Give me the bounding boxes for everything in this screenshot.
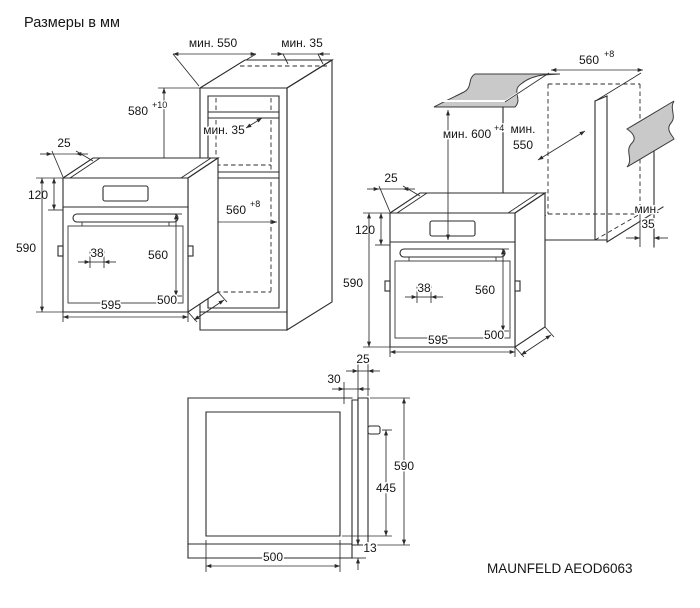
tall-cabinet-dimensions: мин. 550 мин. 35 580 +10 мин. 35 560 +8: [126, 35, 330, 225]
dim-oven-inner-height: 560: [148, 248, 168, 262]
oven-iso-view-right: 25 120 590 38 560 595 500: [341, 170, 555, 358]
dim-side-inner-height: 445: [376, 481, 396, 495]
model-label: MAUNFELD AEOD6063: [487, 561, 633, 576]
oven-display: [102, 185, 149, 202]
dim-base-height: мин. 600: [443, 127, 492, 141]
dim-tall-rear-gap: мин. 35: [281, 36, 323, 50]
side-view-dimensions: 25 30 590 445 500: [205, 351, 416, 572]
tall-cabinet-lines: [198, 59, 334, 331]
dim-base-rear-gap-label: мин.: [635, 202, 660, 216]
dim-side-door-thickness: 30: [327, 372, 341, 386]
side-view-lines: [187, 397, 381, 559]
dim-tall-niche-width-tol: +8: [250, 199, 260, 209]
dim-oven-height: 590: [16, 241, 36, 255]
base-cabinet-view: 560 +8 мин. 550 мин. 35: [433, 48, 675, 248]
wall-patch: [626, 100, 675, 168]
dim-side-height: 590: [394, 459, 414, 473]
dim-base-rear-gap-value: 35: [641, 217, 655, 231]
oven-iso-view-left: 25 120 590 38 560 595 500: [14, 135, 228, 323]
worktop-slab: [433, 73, 561, 108]
dim-oven-panel-height: 120: [355, 223, 375, 237]
dim-oven-width: 595: [428, 333, 448, 347]
tall-cabinet-view: мин. 550 мин. 35 580 +10 мин. 35 560 +8: [126, 35, 334, 331]
dim-side-depth: 500: [263, 550, 283, 564]
oven-body: [384, 191, 547, 349]
dim-base-height-tol: +4: [494, 123, 504, 133]
base-cabinet-dimensions: 560 +8 мин. 550 мин. 35: [504, 48, 668, 241]
dim-oven-inner-height: 560: [475, 283, 495, 297]
page-title: Размеры в мм: [24, 15, 120, 31]
dim-oven-depth: 500: [484, 328, 504, 342]
dim-base-niche-width: 560: [579, 53, 599, 67]
dim-side-front-offset: 25: [356, 352, 370, 366]
dim-side-bottom-gap: 13: [363, 541, 377, 555]
dim-oven-depth: 500: [157, 293, 177, 307]
dim-tall-depth: мин. 550: [189, 36, 238, 50]
oven-dimensions: 25 120 590 38 560 595 500: [14, 135, 228, 323]
dim-oven-width: 595: [101, 298, 121, 312]
dim-tall-niche-height-tol: +10: [152, 100, 167, 110]
dim-tall-niche-width: 560: [226, 203, 246, 217]
dim-base-niche-width-tol: +8: [604, 49, 614, 59]
oven-door: [394, 260, 511, 339]
dim-base-depth-value: 550: [513, 138, 533, 152]
dim-base-depth-label: мин.: [511, 122, 536, 136]
side-view-handle: [367, 425, 381, 435]
oven-body: [57, 156, 220, 314]
dim-oven-height: 590: [343, 276, 363, 290]
base-cabinet-height-dimension: мин. 600 +4: [441, 110, 506, 240]
oven-display: [429, 220, 476, 237]
dim-oven-detail: 38: [90, 246, 104, 260]
oven-door: [67, 225, 184, 304]
dim-oven-detail: 38: [417, 281, 431, 295]
oven-dimensions: 25 120 590 38 560 595 500: [341, 170, 555, 358]
dim-tall-shelf-gap: мин. 35: [203, 123, 245, 137]
dim-tall-niche-height: 580: [128, 104, 148, 118]
dim-oven-top-inset: 25: [384, 171, 398, 185]
side-section-view: 25 30 590 445 500: [187, 351, 416, 572]
dim-oven-panel-height: 120: [28, 188, 48, 202]
dim-oven-top-inset: 25: [57, 136, 71, 150]
